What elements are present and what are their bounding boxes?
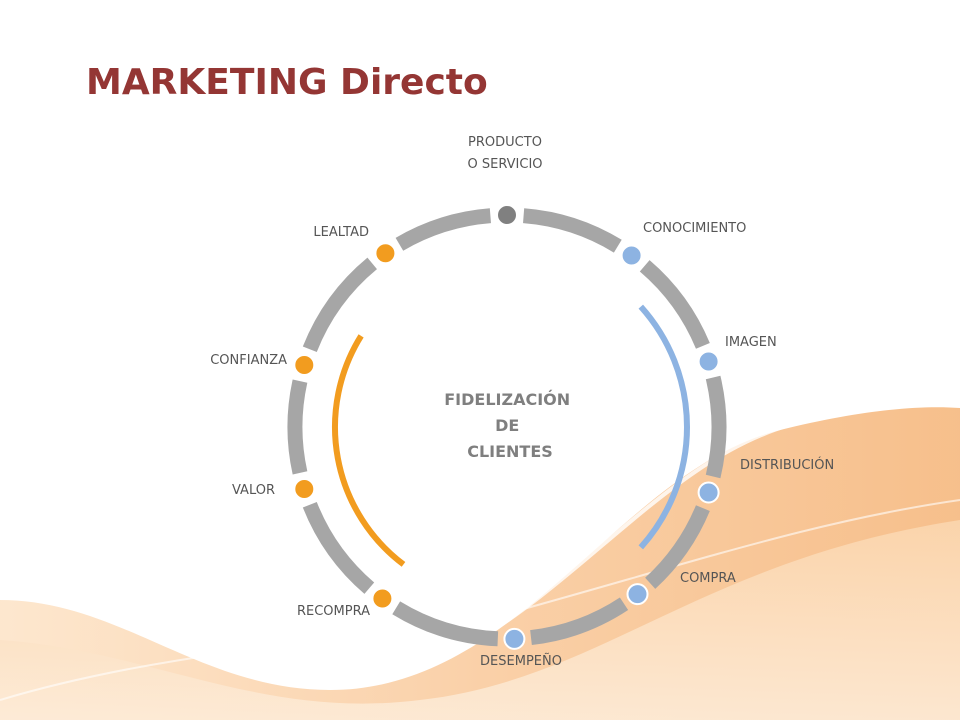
node-label-imagen: IMAGEN <box>725 335 777 350</box>
node-dot-valor <box>293 478 316 500</box>
node-label-compra: COMPRA <box>680 571 736 586</box>
center-line-3: CLIENTES <box>467 442 553 461</box>
node-label-distribucion: DISTRIBUCIÓN <box>740 457 834 473</box>
node-dot-conocimiento <box>620 244 643 267</box>
node-dot-confianza <box>293 354 316 376</box>
node-label-line: IMAGEN <box>725 335 777 350</box>
ring-segment <box>392 601 499 647</box>
node-label-line: VALOR <box>232 483 275 498</box>
node-label-line: DESEMPEÑO <box>480 653 562 669</box>
center-line-2: DE <box>495 416 519 435</box>
node-label-line: PRODUCTO <box>468 135 542 150</box>
node-label-line: CONFIANZA <box>210 353 287 368</box>
node-dot-compra <box>626 583 649 606</box>
ring-segments <box>287 208 727 647</box>
ring-segment <box>522 208 622 253</box>
ring-segment <box>639 260 710 349</box>
node-dot-imagen <box>697 350 720 373</box>
blue-inner-arc <box>638 304 690 550</box>
node-labels: PRODUCTO O SERVICIO CONOCIMIENTO IMAGEN DIST… <box>210 135 834 669</box>
node-label-line: CONOCIMIENTO <box>643 221 746 236</box>
node-dot-producto <box>496 204 518 226</box>
center-line-1: FIDELIZACIÓN <box>444 390 570 409</box>
ring-segment <box>302 501 375 594</box>
node-label-desempeno: DESEMPEÑO <box>480 653 562 669</box>
orange-inner-arc <box>331 334 406 567</box>
inner-arcs <box>331 304 690 567</box>
node-dot-desempeno <box>503 627 526 650</box>
node-label-line: COMPRA <box>680 571 736 586</box>
cycle-nodes <box>293 204 720 650</box>
page-title: MARKETING Directo <box>86 62 488 103</box>
node-dot-distribucion <box>697 481 720 504</box>
node-label-lealtad: LEALTAD <box>313 225 369 240</box>
node-label-valor: VALOR <box>232 483 275 498</box>
node-dot-lealtad <box>374 242 397 265</box>
node-label-line: O SERVICIO <box>467 157 542 172</box>
ring-segment <box>530 597 629 646</box>
ring-segment <box>287 379 308 475</box>
center-label: FIDELIZACIÓN DE CLIENTES <box>444 390 576 461</box>
node-label-line: RECOMPRA <box>297 604 370 619</box>
ring-segment <box>705 375 727 479</box>
node-label-conocimiento: CONOCIMIENTO <box>643 221 746 236</box>
node-label-line: DISTRIBUCIÓN <box>740 457 834 473</box>
node-label-confianza: CONFIANZA <box>210 353 287 368</box>
ring-segment <box>302 257 378 353</box>
node-label-recompra: RECOMPRA <box>297 604 370 619</box>
node-label-producto: PRODUCTO O SERVICIO <box>467 135 542 172</box>
ring-segment <box>395 208 492 251</box>
ring-segment <box>645 505 710 589</box>
node-dot-recompra <box>371 587 394 610</box>
node-label-line: LEALTAD <box>313 225 369 240</box>
